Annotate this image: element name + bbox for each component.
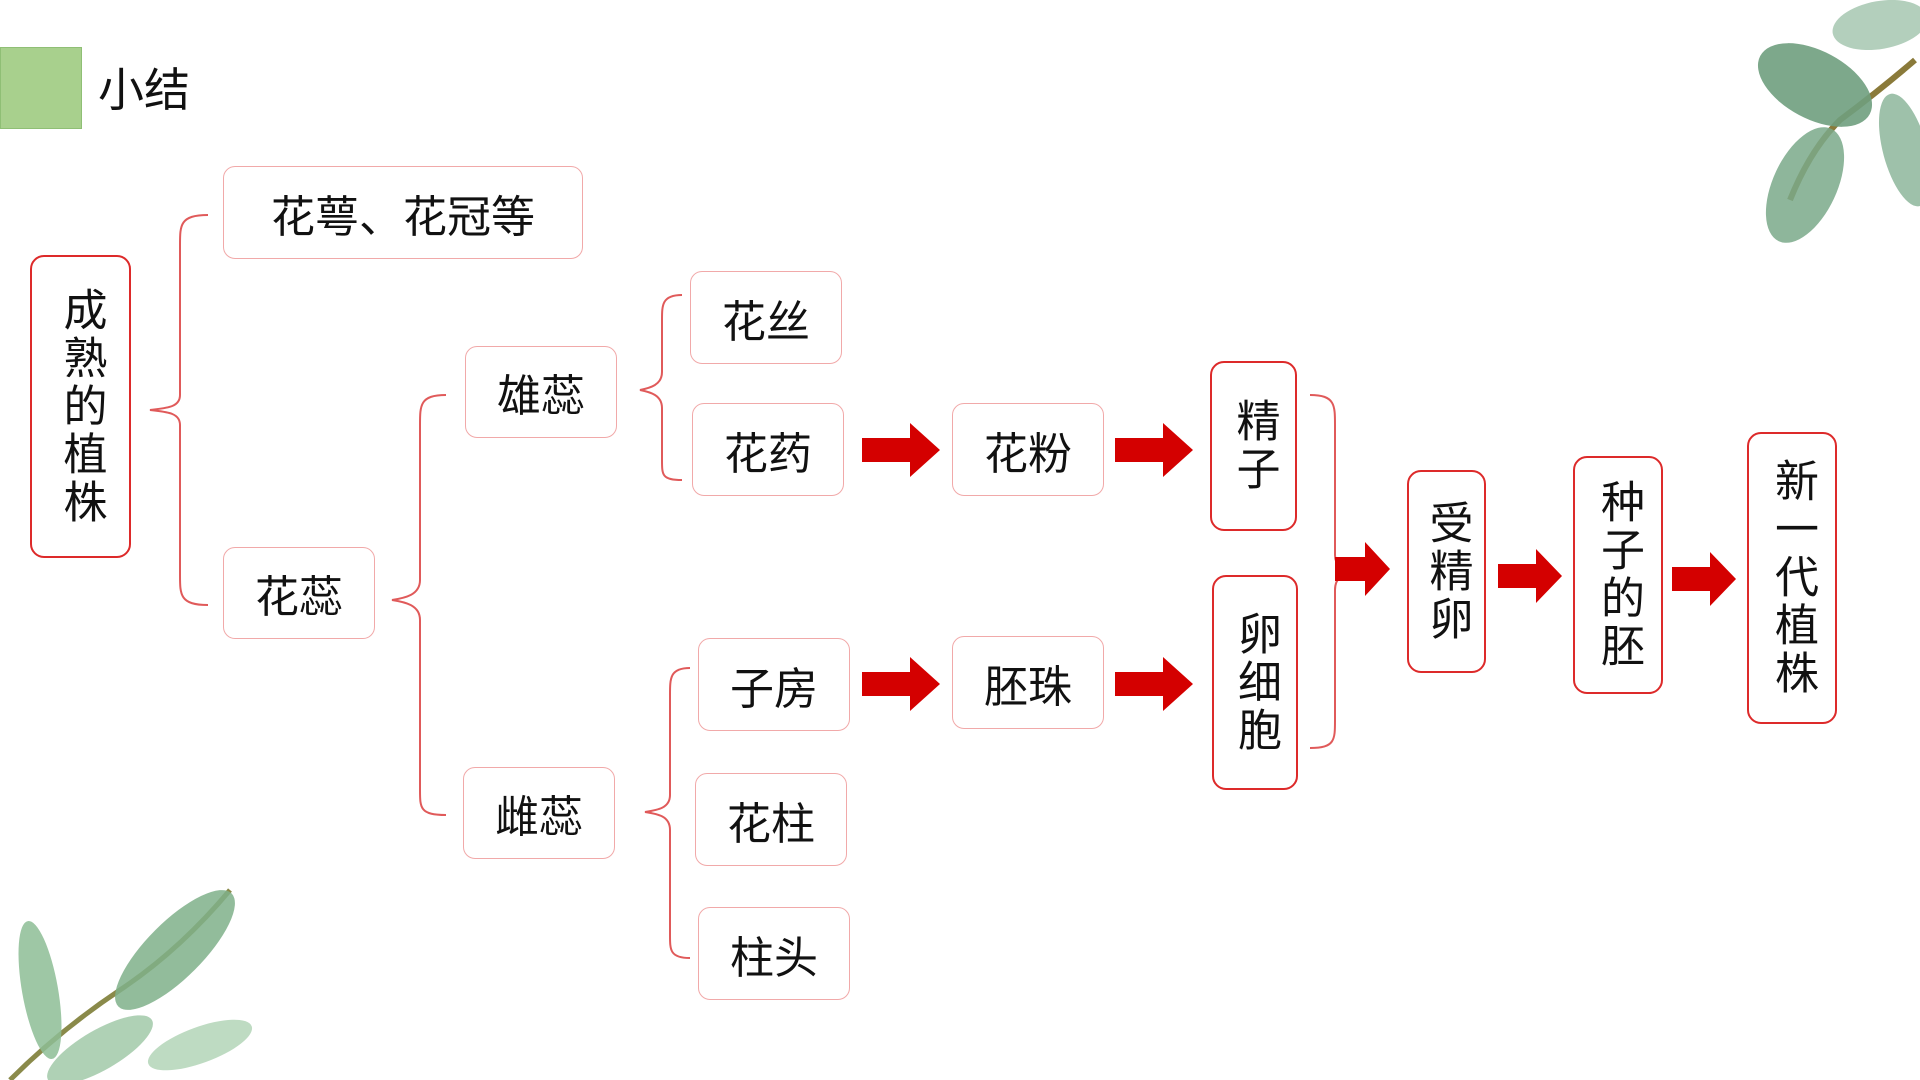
node-embryo: 种子的胚 bbox=[1573, 456, 1663, 694]
right-arrow-icon bbox=[1115, 657, 1193, 711]
right-arrow-icon bbox=[1335, 542, 1390, 596]
node-ovary: 子房 bbox=[698, 638, 850, 731]
node-zygote: 受精卵 bbox=[1407, 470, 1486, 673]
node-stamen: 雄蕊 bbox=[465, 346, 617, 438]
node-anther: 花药 bbox=[692, 403, 844, 496]
node-filament: 花丝 bbox=[690, 271, 842, 364]
right-arrow-icon bbox=[862, 423, 940, 477]
node-sperm: 精子 bbox=[1210, 361, 1297, 531]
node-style: 花柱 bbox=[695, 773, 847, 866]
leaf-decoration-bottom-left bbox=[8, 888, 253, 1080]
bracket-stamen bbox=[639, 294, 683, 481]
bracket-pistil bbox=[644, 667, 691, 959]
right-arrow-icon bbox=[1672, 552, 1736, 606]
node-ovule: 胚珠 bbox=[952, 636, 1104, 729]
title-accent-block bbox=[0, 47, 82, 129]
node-egg-cell: 卵细胞 bbox=[1212, 575, 1298, 790]
node-pollen: 花粉 bbox=[952, 403, 1104, 496]
node-mature-plant: 成熟的植株 bbox=[30, 255, 131, 558]
bracket-mature-plant bbox=[149, 214, 209, 606]
slide-title: 小结 bbox=[98, 63, 190, 117]
node-stigma: 柱头 bbox=[698, 907, 850, 1000]
right-arrow-icon bbox=[862, 657, 940, 711]
node-calyx-corolla: 花萼、花冠等 bbox=[223, 166, 583, 259]
right-arrow-icon bbox=[1115, 423, 1193, 477]
bracket-stamen-pistil bbox=[391, 394, 447, 816]
leaf-decoration-top-right bbox=[1757, 0, 1920, 243]
node-stamen-pistil: 花蕊 bbox=[223, 547, 375, 639]
node-new-plant: 新一代植株 bbox=[1747, 432, 1837, 724]
right-arrow-icon bbox=[1498, 549, 1562, 603]
node-pistil: 雌蕊 bbox=[463, 767, 615, 859]
